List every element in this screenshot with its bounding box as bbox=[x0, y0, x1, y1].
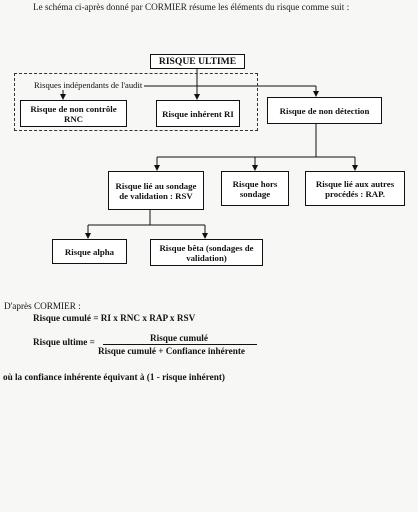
formula-ultime-denominator: Risque cumulé + Confiance inhérente bbox=[98, 346, 245, 356]
box-hors-sondage: Risque hors sondage bbox=[221, 171, 289, 206]
formula-cumule: Risque cumulé = RI x RNC x RAP x RSV bbox=[33, 313, 196, 323]
formula-heading: D'après CORMIER : bbox=[4, 301, 81, 311]
box-rsv: Risque lié au sondage de validation : RS… bbox=[108, 171, 204, 210]
box-alpha: Risque alpha bbox=[52, 239, 127, 264]
box-alpha-label: Risque alpha bbox=[64, 246, 115, 257]
box-rnc: Risque de non contrôle RNC bbox=[20, 100, 127, 127]
box-rnc-label: Risque de non contrôle RNC bbox=[30, 103, 117, 124]
independent-risks-group bbox=[14, 73, 258, 131]
box-rsv-label: Risque lié au sondage de validation : RS… bbox=[115, 180, 197, 201]
box-rap-label: Risque lié aux autres procédés : RAP. bbox=[315, 178, 395, 199]
formula-ultime-lhs: Risque ultime = bbox=[33, 337, 95, 347]
formula-ultime-numerator: Risque cumulé bbox=[150, 333, 208, 343]
box-ri: Risque inhérent RI bbox=[156, 100, 240, 127]
formula-note: où la confiance inhérente équivant à (1 … bbox=[3, 372, 225, 382]
box-beta: Risque bêta (sondages de validation) bbox=[150, 239, 263, 266]
box-non-detection: Risque de non détection bbox=[267, 97, 382, 124]
root-box: RISQUE ULTIME bbox=[150, 54, 245, 69]
intro-text: Le schéma ci-après donné par CORMIER rés… bbox=[33, 2, 350, 12]
group-label: Risques indépendants de l'audit bbox=[32, 80, 145, 90]
fraction-bar bbox=[103, 344, 257, 345]
box-non-detection-label: Risque de non détection bbox=[279, 105, 370, 116]
box-hors-sondage-label: Risque hors sondage bbox=[232, 178, 278, 199]
root-label: RISQUE ULTIME bbox=[158, 55, 237, 67]
box-beta-label: Risque bêta (sondages de validation) bbox=[159, 242, 254, 263]
box-rap: Risque lié aux autres procédés : RAP. bbox=[305, 171, 405, 206]
box-ri-label: Risque inhérent RI bbox=[162, 108, 234, 119]
